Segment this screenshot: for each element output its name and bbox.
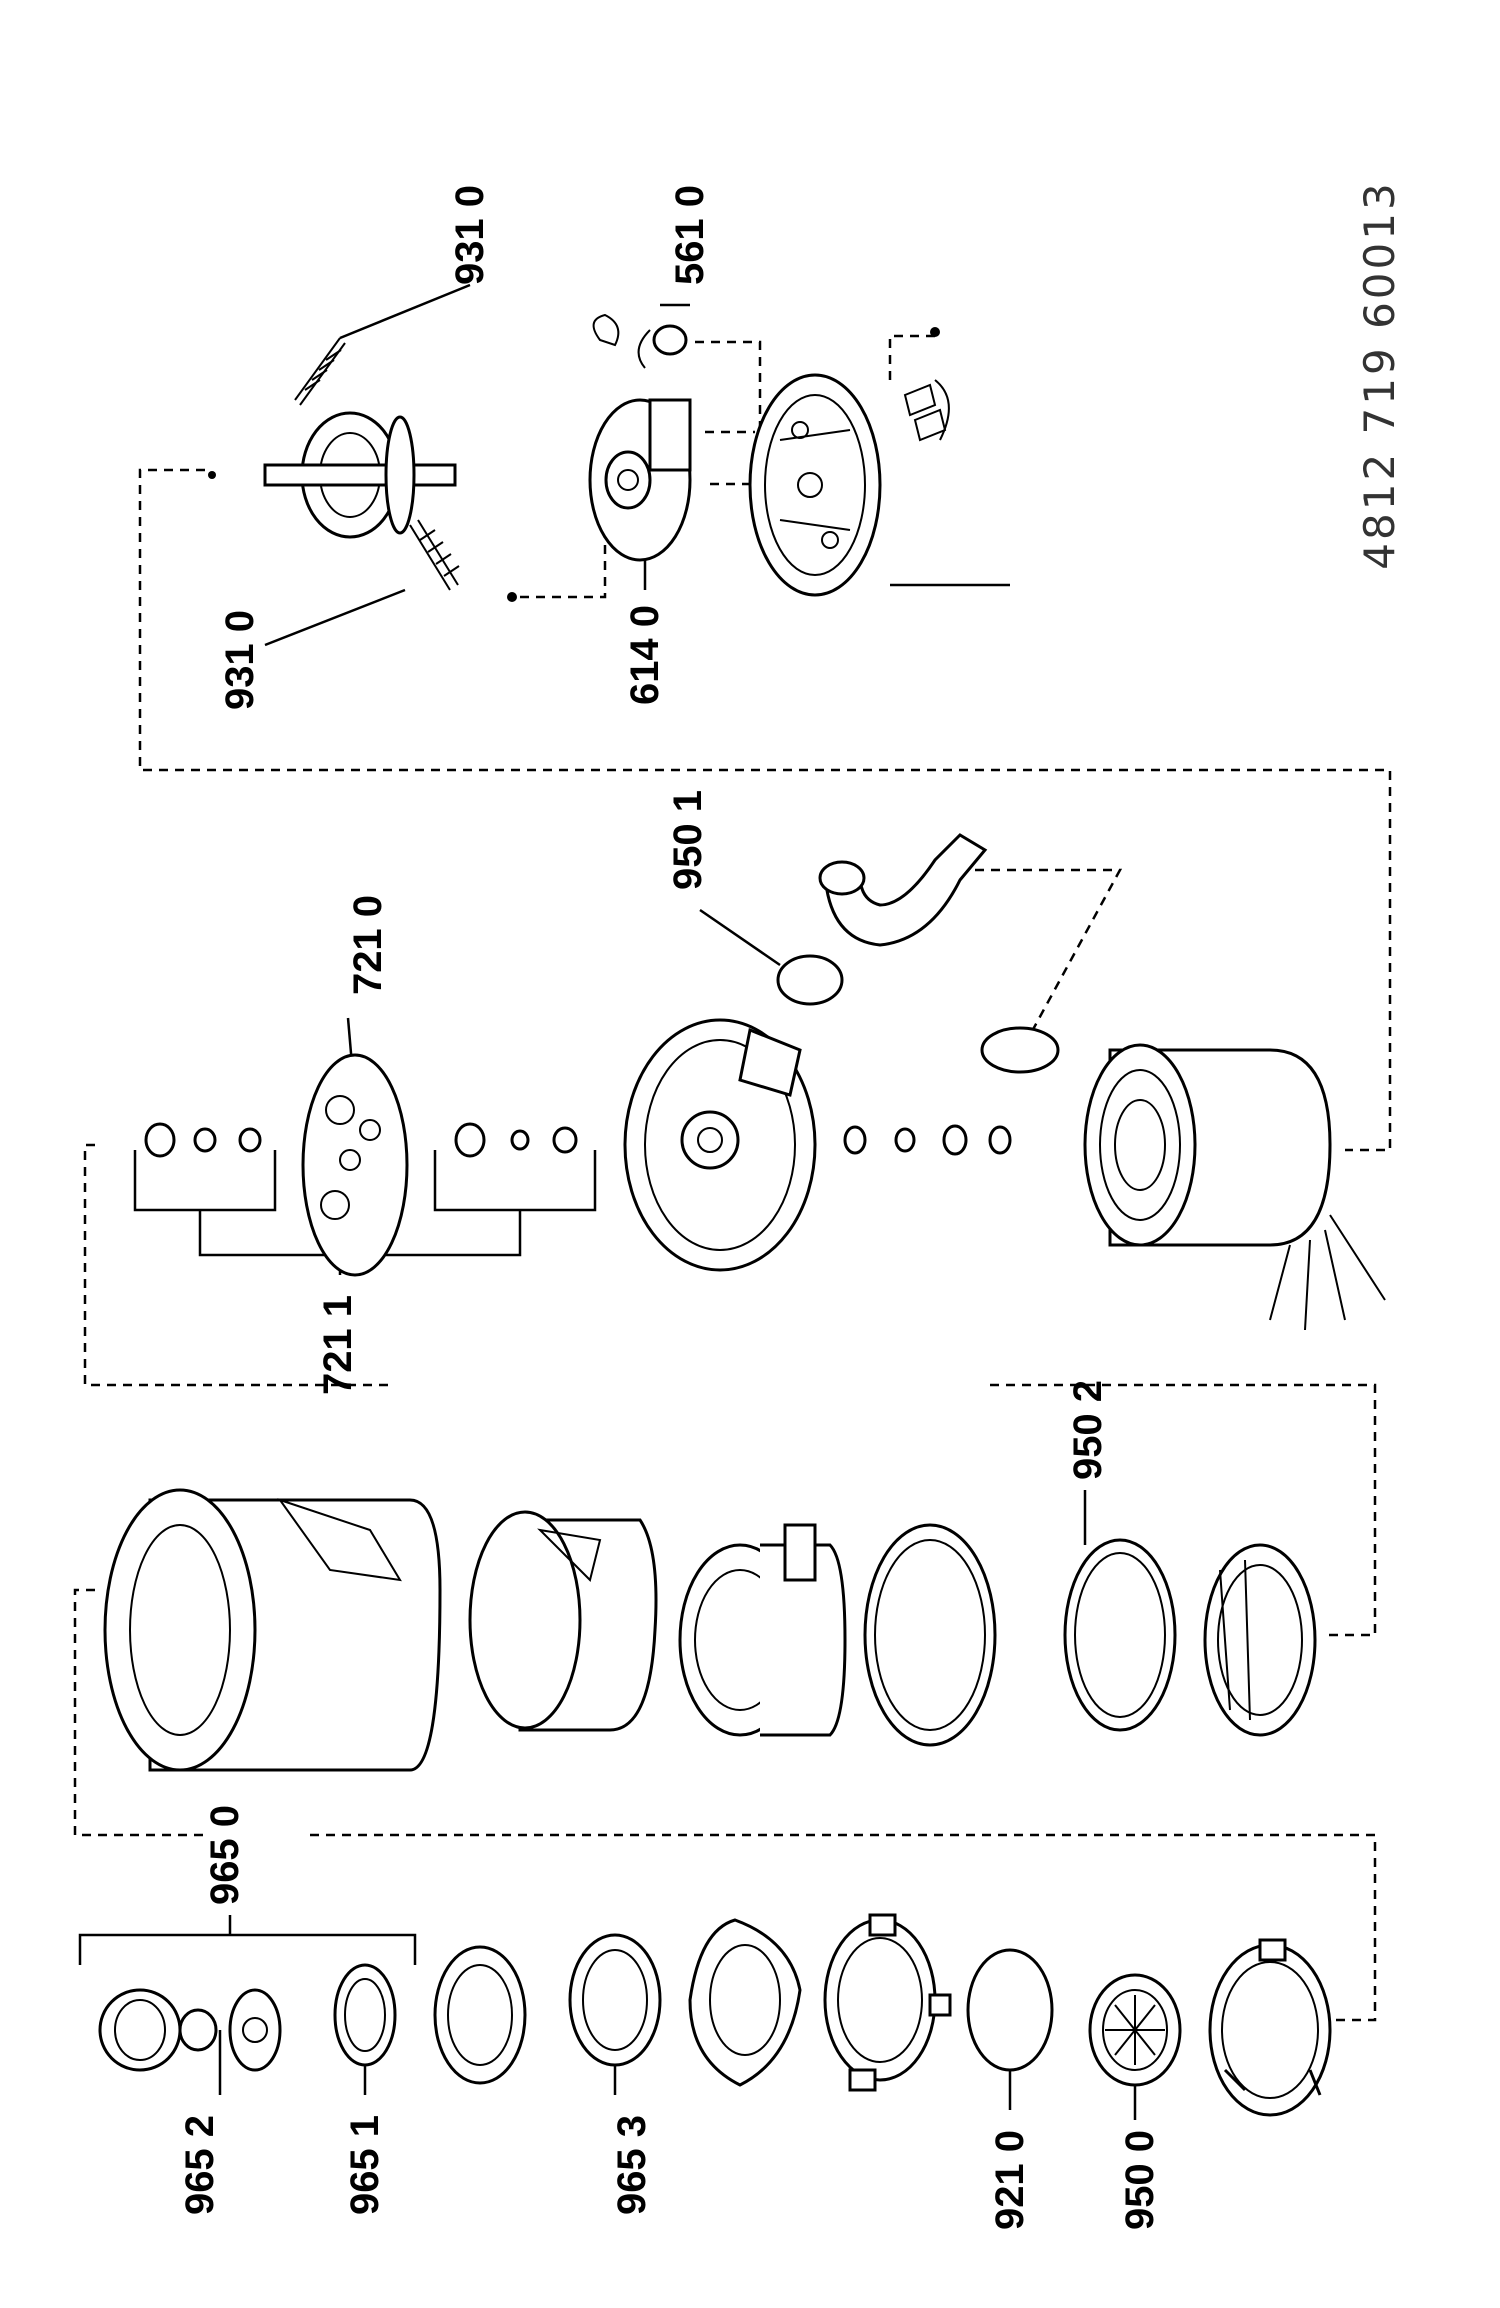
clamp-ring — [863, 1523, 997, 1747]
dashed-line-screw-right — [888, 334, 935, 380]
dashed-line-spring-cap — [695, 340, 762, 440]
dashed-line-brush — [705, 430, 755, 486]
pump-housing — [623, 1018, 817, 1272]
grinding-chamber — [678, 1523, 847, 1737]
outer-housing — [103, 1488, 442, 1772]
spring-top — [294, 337, 346, 406]
label-721-1: 721 1 — [316, 1294, 360, 1396]
brush-bracket — [588, 398, 692, 562]
strainer-950-0 — [1088, 1973, 1182, 2087]
sink-flange — [433, 1945, 527, 2085]
label-561-0: 561 0 — [668, 184, 712, 286]
bracket-965-0 — [78, 1915, 417, 1965]
label-921-0: 921 0 — [988, 2129, 1032, 2231]
label-965-2: 965 2 — [178, 2114, 222, 2216]
mounting-plate — [1208, 1938, 1332, 2117]
o-ring-921-0 — [966, 1948, 1054, 2072]
leader-931-top — [339, 283, 471, 340]
filter-disc — [301, 1053, 409, 1277]
hose-seal-ring — [776, 954, 844, 1006]
stopper-cap — [98, 1988, 182, 2072]
gasket-965-1 — [333, 1963, 397, 2067]
end-shield — [748, 373, 882, 597]
label-965-1: 965 1 — [343, 2114, 387, 2216]
screw-head-top — [930, 327, 940, 337]
label-965-0: 965 0 — [203, 1804, 247, 1906]
label-614-0: 614 0 — [623, 604, 667, 706]
housing-seals-row — [843, 1124, 1012, 1156]
drain-hose — [818, 833, 988, 947]
label-931-0-top: 931 0 — [448, 184, 492, 286]
small-seals-right — [454, 1122, 578, 1158]
document-number: 4812 719 60013 — [1355, 180, 1404, 570]
motor-rotor — [208, 411, 457, 539]
dashed-line-housing-to-bowl — [83, 1143, 1377, 1637]
turntable — [1203, 1543, 1317, 1737]
label-721-0: 721 0 — [346, 894, 390, 996]
label-950-0: 950 0 — [1118, 2129, 1162, 2231]
leader-931-bottom — [264, 588, 406, 647]
ring-965-2 — [178, 2008, 218, 2052]
mounting-ring — [823, 1913, 952, 2092]
flange-965-0 — [228, 1988, 282, 2072]
label-931-0-bottom: 931 0 — [218, 609, 262, 711]
screw-head-bottom — [507, 592, 517, 602]
o-ring-950-2 — [1063, 1538, 1177, 1732]
label-965-3: 965 3 — [610, 2114, 654, 2216]
thermal-cutout — [592, 313, 688, 369]
dashed-line-bowl-to-base — [73, 1588, 1377, 2022]
dashed-line-motor-to-housing — [138, 468, 1392, 1152]
gasket-965-3 — [568, 1933, 662, 2067]
small-seals-left — [144, 1122, 262, 1158]
splash-guard — [688, 1918, 802, 2087]
label-950-2: 950 2 — [1066, 1379, 1110, 1481]
leader-950-1 — [699, 908, 781, 967]
label-950-1: 950 1 — [666, 789, 710, 891]
motor-stator — [1083, 1043, 1386, 1331]
carbon-brush-set — [903, 379, 950, 442]
spring-bottom — [409, 519, 460, 591]
dashed-line-hose — [975, 868, 1123, 1036]
hose-gasket — [980, 1026, 1060, 1074]
inner-liner — [468, 1510, 658, 1732]
